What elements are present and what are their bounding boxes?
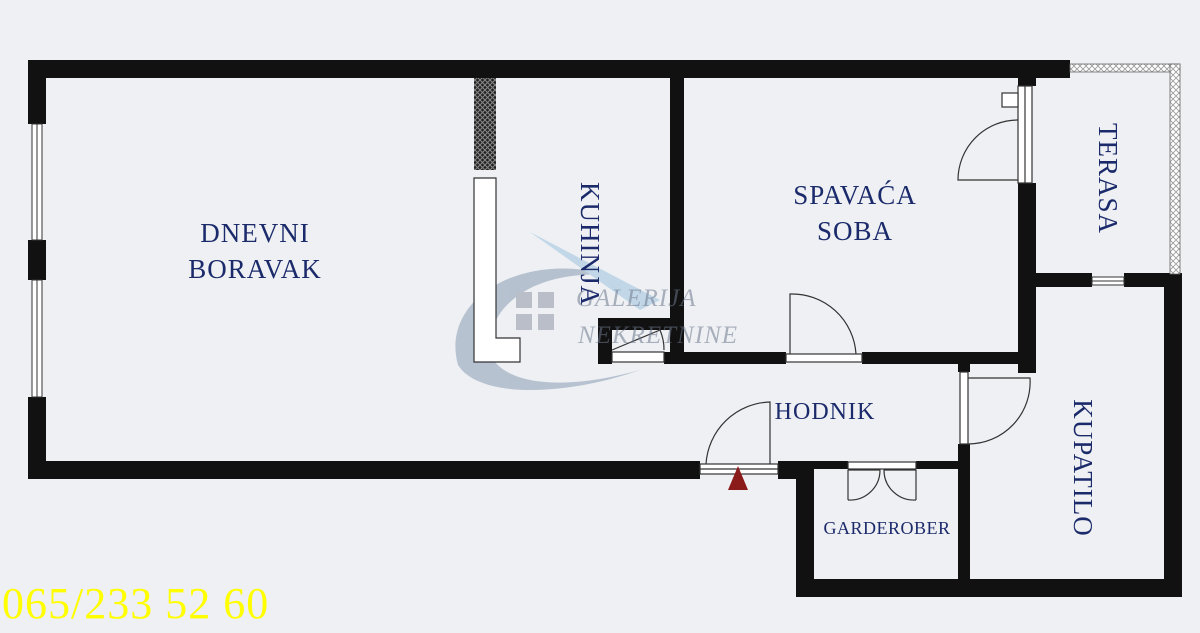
room-label-dnevni-boravak: DNEVNI BORAVAK	[170, 215, 340, 287]
entrance-door	[699, 401, 779, 475]
phone-number: 065/233 52 60	[2, 579, 270, 628]
room-label-garderober: GARDEROBER	[823, 518, 951, 538]
watermark-text-2: NEKRETNINE	[578, 322, 739, 349]
wardrobe-doors	[847, 461, 917, 501]
room-label-hodnik: HODNIK	[774, 399, 876, 425]
terrace-door	[957, 85, 1033, 184]
room-label-terasa: TERASA	[1093, 123, 1123, 235]
walls	[28, 60, 1182, 597]
entrance-marker	[728, 466, 748, 490]
watermark-text-1: GALERIJA	[576, 285, 697, 312]
left-windows	[31, 123, 43, 398]
room-label-spavaca-line2: SOBA	[816, 216, 894, 246]
room-label-spavaca-line1: SPAVAĆA	[793, 180, 917, 210]
room-label-kupatilo: KUPATILO	[1068, 399, 1098, 537]
terrace-window	[1091, 276, 1125, 286]
room-label-spavaca-soba: SPAVAĆA SOBA	[770, 177, 940, 249]
bedroom-door	[785, 293, 863, 363]
room-label-dnevni-line1: DNEVNI	[200, 218, 310, 248]
watermark-logo	[455, 232, 660, 390]
room-label-kuhinja: KUHINJA	[575, 182, 605, 306]
hatched-wall	[474, 78, 496, 170]
room-label-dnevni-line2: BORAVAK	[188, 254, 322, 284]
bathroom-door	[959, 371, 1031, 445]
kitchen-counter	[473, 177, 521, 363]
terrace-railing	[1069, 63, 1181, 275]
kitchen-door	[611, 329, 665, 363]
